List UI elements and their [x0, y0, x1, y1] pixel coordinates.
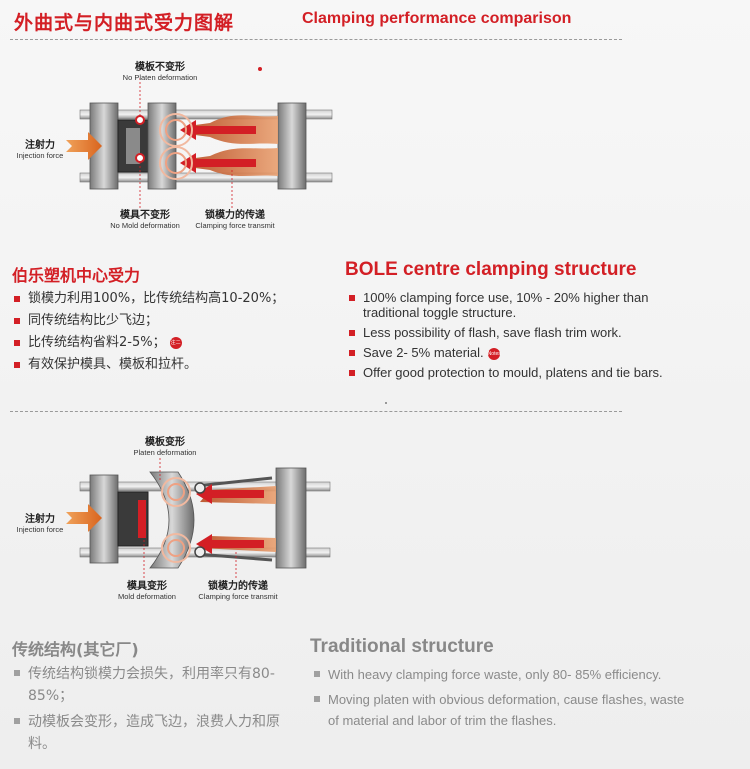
list-item: 同传统结构比少飞边； — [12, 312, 332, 329]
list-item: 有效保护模具、模板和拉杆。 — [12, 356, 332, 373]
page-title-en: Clamping performance comparison — [302, 10, 572, 27]
traditional-list-cn: 传统结构锁模力会损失，利用率只有80-85%； 动模板会变形，造成飞边，浪费人力… — [12, 663, 282, 759]
bole-list-cn: 锁模力利用100%，比传统结构高10-20%； 同传统结构比少飞边； 比传统结构… — [12, 290, 332, 378]
list-item: 动模板会变形，造成飞边，浪费人力和原料。 — [12, 711, 282, 755]
note-seal-cn: 注二 — [169, 336, 182, 349]
traditional-list-en: With heavy clamping force waste, only 80… — [312, 664, 692, 735]
diagram-toggle-clamping — [10, 430, 340, 610]
label-clamping-force-transmit-top: 锁模力的传递 Clamping force transmit — [195, 210, 275, 230]
decorative-dot — [258, 67, 262, 71]
label-platen-deformation: 模板变形 Platen deformation — [133, 437, 197, 457]
list-item: 100% clamping force use, 10% - 20% highe… — [347, 290, 707, 320]
traditional-heading-cn: 传统结构(其它厂) — [12, 640, 139, 659]
page-title-cn: 外曲式与内曲式受力图解 — [14, 12, 235, 34]
list-item: Less possibility of flash, save flash tr… — [347, 325, 707, 340]
diagram-centre-clamping-svg — [66, 78, 333, 208]
diagram-centre-clamping — [10, 48, 340, 238]
list-item: With heavy clamping force waste, only 80… — [312, 664, 692, 685]
list-item: Offer good protection to mould, platens … — [347, 365, 707, 380]
list-item: 比传统结构省料2-5%；注二 — [12, 334, 332, 351]
list-item: Save 2- 5% material.Notes — [347, 345, 707, 360]
bole-heading-cn: 伯乐塑机中心受力 — [12, 266, 141, 285]
diagram-toggle-clamping-svg — [66, 458, 331, 578]
decorative-tick — [385, 402, 387, 404]
traditional-heading-en: Traditional structure — [310, 636, 494, 657]
label-injection-force-bottom: 注射力 Injection force — [16, 514, 64, 534]
label-mold-deformation: 模具变形 Mold deformation — [118, 581, 176, 601]
note-seal-en: Notes — [487, 347, 501, 360]
label-no-mold-deformation: 模具不变形 No Mold deformation — [110, 210, 180, 230]
list-item: Moving platen with obvious deformation, … — [312, 689, 692, 731]
divider-middle — [10, 411, 622, 412]
divider-top — [10, 39, 622, 40]
label-no-platen-deformation: 模板不变形 No Platen deformation — [122, 62, 198, 82]
label-injection-force-top: 注射力 Injection force — [16, 140, 64, 160]
list-item: 锁模力利用100%，比传统结构高10-20%； — [12, 290, 332, 307]
bole-heading-en: BOLE centre clamping structure — [345, 259, 637, 280]
bole-list-en: 100% clamping force use, 10% - 20% highe… — [347, 290, 707, 385]
label-clamping-force-transmit-bottom: 锁模力的传递 Clamping force transmit — [198, 581, 278, 601]
list-item: 传统结构锁模力会损失，利用率只有80-85%； — [12, 663, 282, 707]
